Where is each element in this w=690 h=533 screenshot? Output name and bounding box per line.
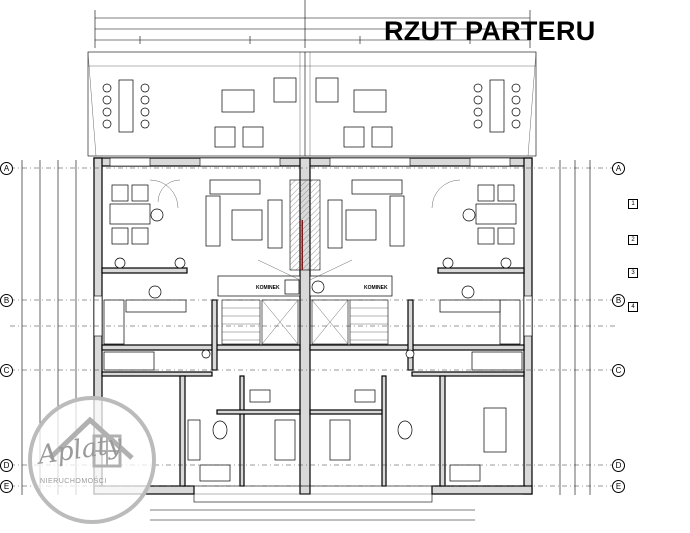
grid-bubble-e-left: E xyxy=(0,480,13,493)
grid-bubble-d-right: D xyxy=(612,459,625,472)
grid-bubble-b-right: B xyxy=(612,294,625,307)
top-dimension-lines xyxy=(94,0,531,48)
living-room-right xyxy=(327,179,517,269)
red-annotation: ▬▬▬▬▬▬▬▬▬▬ xyxy=(299,220,305,270)
central-fireplace-area xyxy=(217,179,393,297)
fireplace-label-left: KOMINEK xyxy=(256,285,280,291)
legend-number-4: 4 xyxy=(628,302,638,312)
grid-bubble-d-left: D xyxy=(0,459,13,472)
grid-bubble-b-left: B xyxy=(0,294,13,307)
legend-number-3: 3 xyxy=(628,268,638,278)
fireplace-label-right: KOMINEK xyxy=(364,285,388,291)
grid-bubble-a-right: A xyxy=(612,162,625,175)
plan-title: RZUT PARTERU xyxy=(384,16,596,46)
grid-bubble-e-right: E xyxy=(612,480,625,493)
watermark-subtitle: NIERUCHOMOŚCI xyxy=(40,478,107,485)
grid-bubble-a-left: A xyxy=(0,162,13,175)
living-room-left xyxy=(109,179,283,269)
staircases xyxy=(221,299,389,345)
bathrooms xyxy=(187,349,507,482)
entrance-steps xyxy=(150,485,475,521)
terrace xyxy=(87,51,537,157)
windows xyxy=(93,157,533,337)
grid-bubble-c-right: C xyxy=(612,364,625,377)
kitchens xyxy=(103,285,523,371)
legend-number-2: 2 xyxy=(628,235,638,245)
legend-number-1: 1 xyxy=(628,199,638,209)
grid-bubble-c-left: C xyxy=(0,364,13,377)
watermark-logo xyxy=(28,396,156,524)
